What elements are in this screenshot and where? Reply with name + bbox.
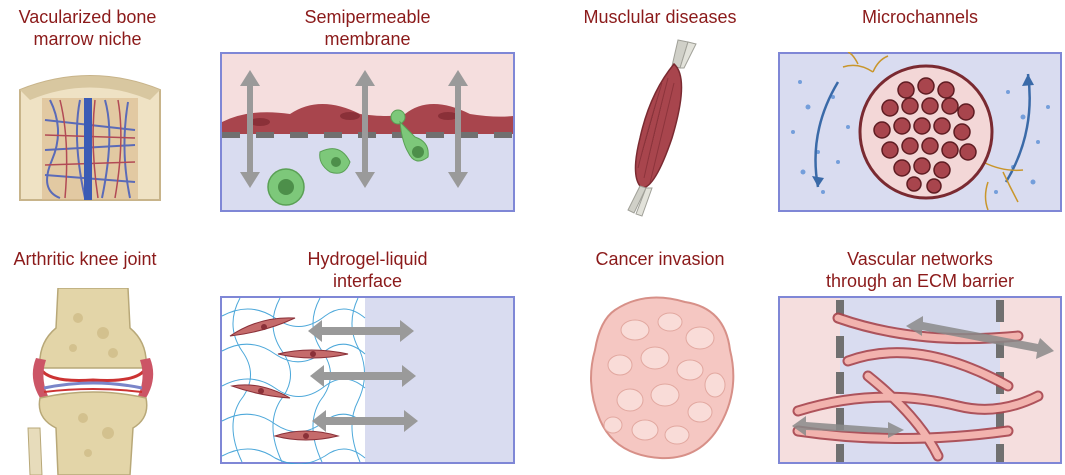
knee-joint-illustration [27,288,154,475]
title-microchannels: Microchannels [780,6,1060,28]
title-microchannels-line1: Microchannels [861,7,979,27]
muscle-illustration [627,39,697,217]
title-vascular: Vascular networks through an ECM barrier [780,248,1060,292]
title-hydrogel-line2: interface [332,271,403,291]
membrane-panel [220,52,515,212]
title-knee: Arthritic knee joint [0,248,170,270]
title-bone-marrow-line1: Vacularized bone [18,7,157,27]
title-muscle: Musclular diseases [560,6,760,28]
title-membrane-line2: membrane [324,29,411,49]
title-bone-marrow: Vacularized bone marrow niche [0,6,175,50]
hydrogel-panel [220,296,515,464]
title-vascular-line2: through an ECM barrier [825,271,1015,291]
title-cancer: Cancer invasion [560,248,760,270]
title-membrane: Semipermeable membrane [220,6,515,50]
title-knee-line1: Arthritic knee joint [13,249,157,269]
cancer-illustration [590,296,735,460]
vascular-panel [778,296,1062,464]
title-cancer-line1: Cancer invasion [595,249,725,269]
title-vascular-line1: Vascular networks [847,249,993,269]
title-hydrogel-line1: Hydrogel-liquid [307,249,428,269]
microchannels-panel [778,52,1062,212]
title-membrane-line1: Semipermeable [304,7,431,27]
title-hydrogel: Hydrogel-liquid interface [220,248,515,292]
title-muscle-line1: Musclular diseases [583,7,737,27]
title-bone-marrow-line2: marrow niche [33,29,142,49]
bone-marrow-illustration [19,75,161,201]
